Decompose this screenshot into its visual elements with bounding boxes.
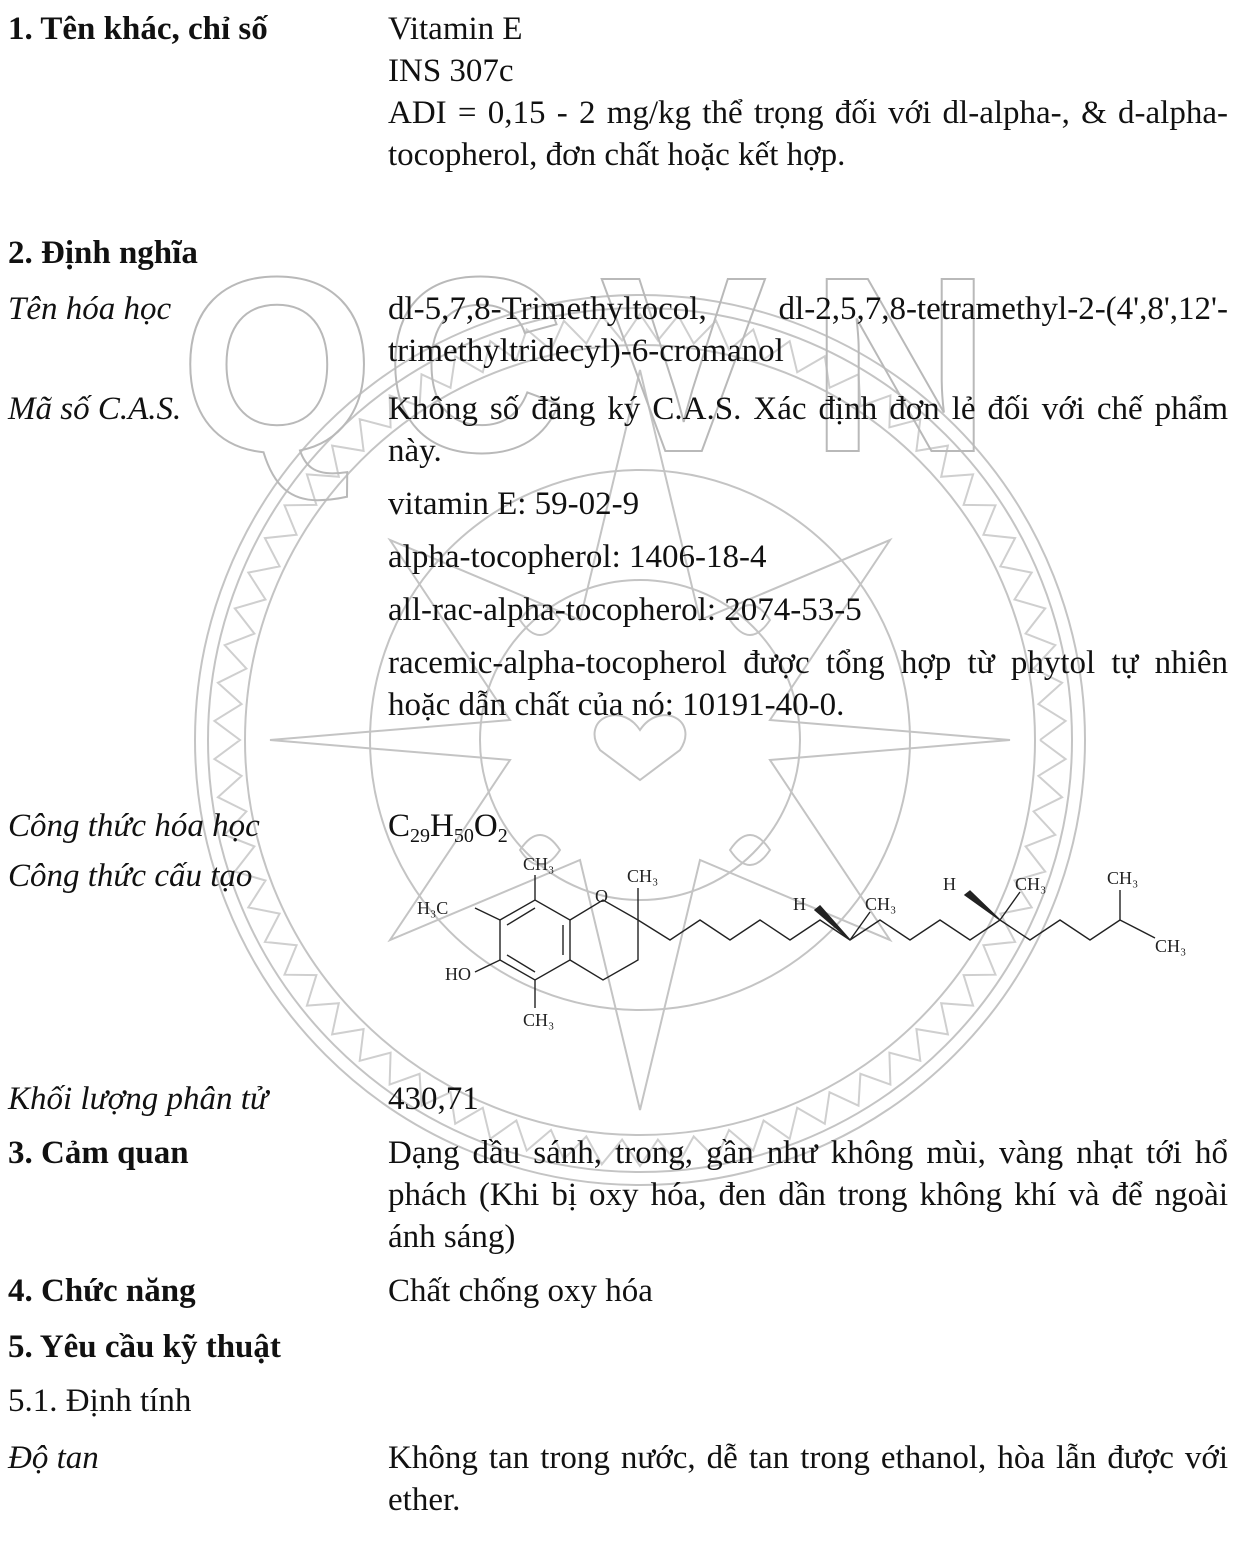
atom-label: CH₃ [1015, 874, 1046, 894]
section-label: 5. Yêu cầu kỹ thuật [8, 1329, 281, 1365]
value-line: racemic-alpha-tocopherol được tổng hợp t… [388, 645, 1228, 723]
value-line: INS 307c [388, 53, 514, 89]
atom-label: H₃C [417, 898, 448, 918]
atom-label: H [943, 874, 956, 894]
formula-part: C [388, 808, 411, 844]
field-value: Dạng dầu sánh, trong, gần như không mùi,… [388, 1135, 1228, 1255]
atom-label: CH₃ [865, 894, 896, 914]
section-value: Vitamin E INS 307c ADI = 0,15 - 2 mg/kg … [388, 8, 1228, 176]
value-line: ADI = 0,15 - 2 mg/kg thể trọng đối với d… [388, 95, 1228, 173]
atom-label: CH₃ [523, 854, 554, 874]
field-value: Chất chống oxy hóa [388, 1273, 653, 1309]
formula-part: H [430, 808, 454, 844]
field-label: Khối lượng phân tử [8, 1081, 268, 1117]
section-label: 1. Tên khác, chỉ số [8, 11, 268, 47]
value-line: alpha-tocopherol: 1406-18-4 [388, 539, 767, 575]
atom-label: CH₃ [1155, 936, 1186, 956]
watermark-letter: Q [179, 225, 375, 504]
field-label: Tên hóa học [8, 291, 172, 327]
formula-part: O [473, 808, 498, 844]
field-value: Không tan trong nước, dễ tan trong ethan… [388, 1440, 1228, 1518]
atom-label: H [793, 894, 806, 914]
structural-formula-image: CH₃ H₃C O CH₃ HO CH₃ H CH₃ H CH₃ CH₃ CH₃ [417, 854, 1186, 1030]
subsection-label: 5.1. Định tính [8, 1383, 192, 1419]
atom-label: HO [445, 964, 471, 984]
atom-label: CH₃ [1107, 868, 1138, 888]
field-label: Công thức cấu tạo [8, 858, 253, 894]
value-line: vitamin E: 59-02-9 [388, 486, 640, 522]
field-label: Độ tan [8, 1440, 99, 1476]
section-label: 2. Định nghĩa [8, 235, 198, 271]
section-label: 3. Cảm quan [8, 1135, 189, 1171]
field-label: Mã số C.A.S. [8, 391, 182, 427]
atom-label: O [595, 886, 608, 906]
atom-label: CH₃ [523, 1010, 554, 1030]
field-label: Công thức hóa học [8, 808, 260, 844]
value-line: Không số đăng ký C.A.S. Xác định đơn lẻ … [388, 391, 1228, 469]
value-line: Vitamin E [388, 11, 523, 47]
field-value: 430,71 [388, 1081, 479, 1117]
section-label: 4. Chức năng [8, 1273, 196, 1309]
value-line: all-rac-alpha-tocopherol: 2074-53-5 [388, 592, 862, 628]
field-value: dl-5,7,8-Trimethyltocol, dl-2,5,7,8-tetr… [388, 291, 1228, 369]
field-value: Không số đăng ký C.A.S. Xác định đơn lẻ … [388, 388, 1228, 726]
atom-label: CH₃ [627, 866, 658, 886]
